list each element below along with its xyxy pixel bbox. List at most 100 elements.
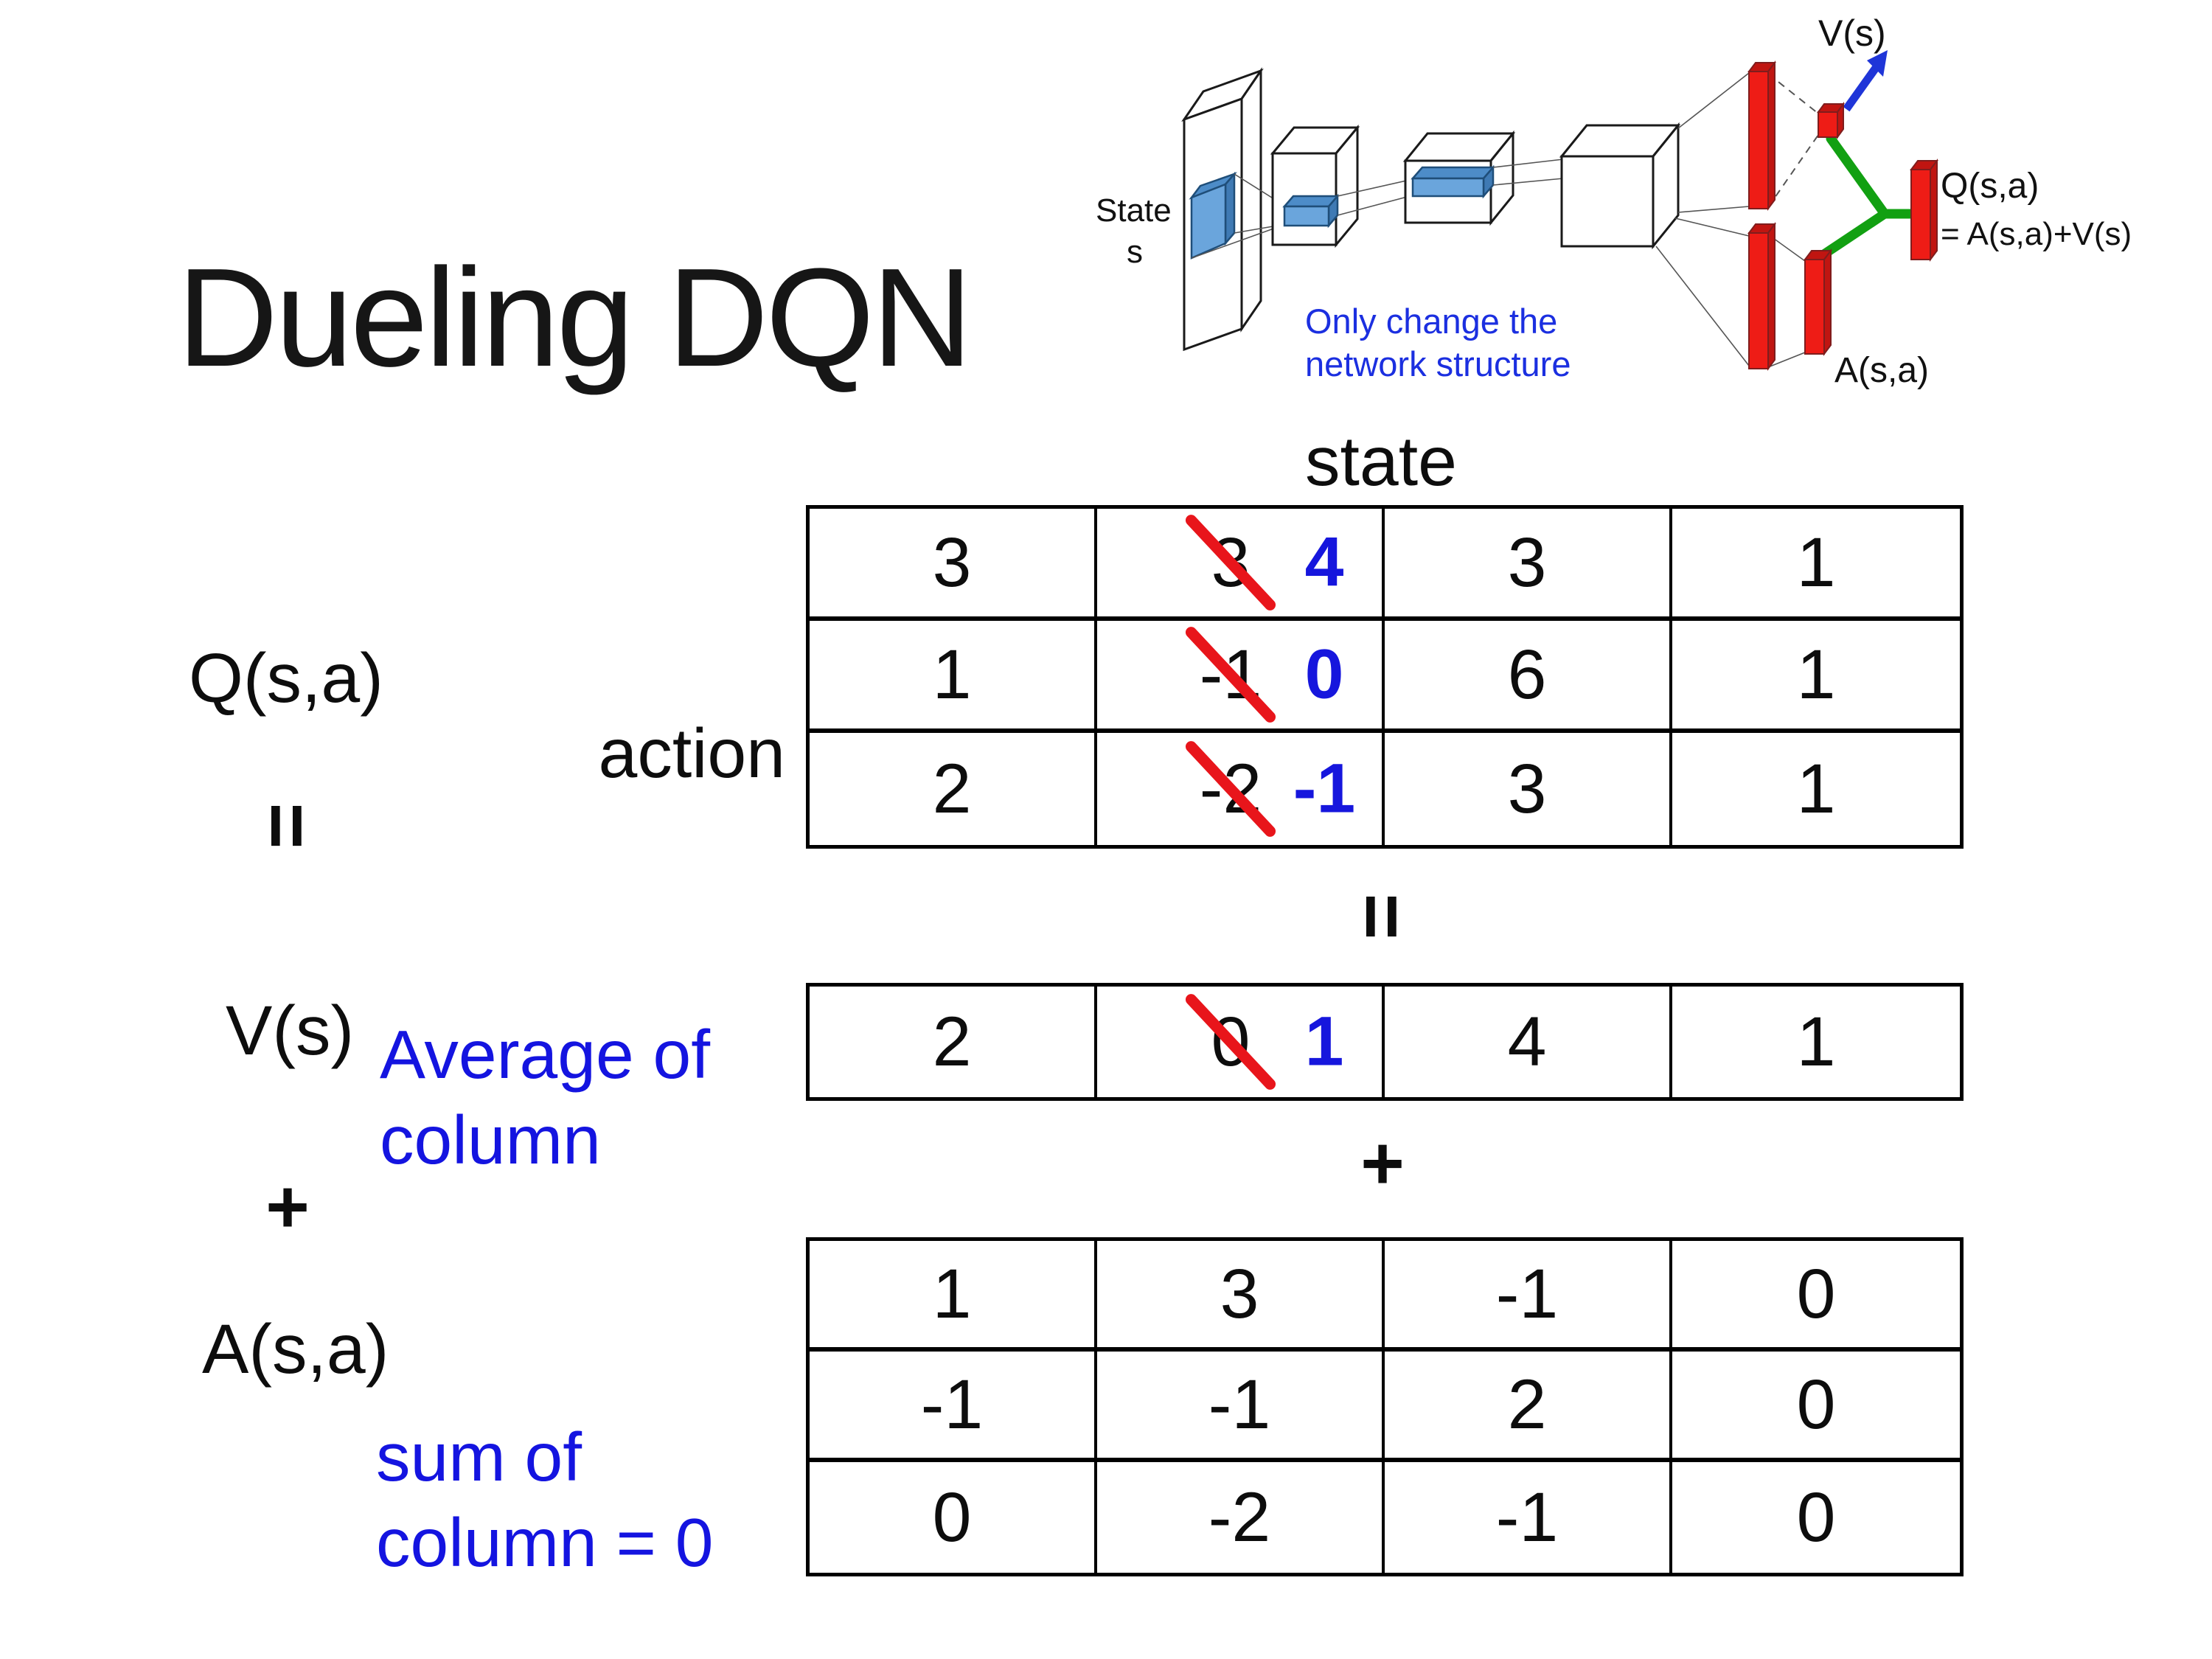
cell-value: 2 xyxy=(1507,1365,1547,1444)
q-output-label: Q(s,a) xyxy=(1941,167,2039,206)
matrix-cell: 6 xyxy=(1385,621,1672,733)
a-output-label: A(s,a) xyxy=(1834,351,1929,390)
matrix-cell: -1 xyxy=(1385,1241,1672,1352)
matrix-cell: -1 xyxy=(1097,1352,1385,1462)
matrix-cell: -1 xyxy=(1385,1462,1672,1573)
conv-layer-1 xyxy=(1270,124,1360,248)
state-input-label: State xyxy=(1096,192,1172,229)
plus-sign-left: + xyxy=(265,1164,310,1249)
cell-value: 1 xyxy=(932,635,972,714)
cell-value: 3 xyxy=(1507,749,1547,828)
matrix-cell: 0 xyxy=(1672,1352,1960,1462)
matrix-cell: 3 xyxy=(1097,1241,1385,1352)
v-values-table: 2 01 4 1 xyxy=(806,983,1964,1101)
cell-value: 3 xyxy=(932,523,972,602)
matrix-cell: -10 xyxy=(1097,621,1385,733)
fc-layer-box xyxy=(1559,122,1681,250)
equals-sign-middle: = xyxy=(1338,893,1427,940)
cell-value: 0 xyxy=(1796,1254,1836,1333)
cell-value: -1 xyxy=(1495,1478,1559,1557)
new-value: 1 xyxy=(1304,1002,1344,1081)
average-note-line1: Average of xyxy=(380,1016,711,1093)
matrix-cell: 1 xyxy=(810,621,1097,733)
matrix-cell: -2-1 xyxy=(1097,733,1385,845)
cell-value: 1 xyxy=(1796,749,1836,828)
cell-value: -2 xyxy=(1208,1478,1271,1557)
matrix-cell: 1 xyxy=(1672,733,1960,845)
matrix-cell: 2 xyxy=(810,733,1097,845)
matrix-row: 3 34 3 1 xyxy=(810,509,1960,621)
matrix-cell: 3 xyxy=(810,509,1097,621)
cell-value: 6 xyxy=(1507,635,1547,714)
cell-value: 1 xyxy=(932,1254,972,1333)
average-of-column-note: Average of column xyxy=(380,1012,710,1183)
matrix-cell: -1 xyxy=(810,1352,1097,1462)
sum-note-line1: sum of xyxy=(376,1419,582,1495)
cell-value: 3 xyxy=(1220,1254,1259,1333)
matrix-row: 2 01 4 1 xyxy=(810,987,1960,1097)
new-value: 4 xyxy=(1304,523,1344,602)
new-value: -1 xyxy=(1293,749,1356,828)
sum-note-line2: column = 0 xyxy=(376,1504,714,1581)
matrix-cell: 3 xyxy=(1385,509,1672,621)
action-axis-label: action xyxy=(598,714,785,793)
cell-value: 1 xyxy=(1796,1002,1836,1081)
matrix-row: 1 -10 6 1 xyxy=(810,621,1960,733)
state-input-s: s xyxy=(1127,234,1143,270)
equals-sign-left: = xyxy=(243,802,333,849)
matrix-cell: 0 xyxy=(1672,1462,1960,1573)
conv-layer-2 xyxy=(1402,130,1516,226)
matrix-cell: 1 xyxy=(1672,509,1960,621)
cell-value: -1 xyxy=(1208,1365,1271,1444)
state-axis-label: state xyxy=(1305,422,1457,501)
combine-connector xyxy=(1811,133,1916,265)
v-matrix-label: V(s) xyxy=(226,992,355,1070)
a-matrix-label: A(s,a) xyxy=(202,1310,389,1388)
cell-value: 1 xyxy=(1796,523,1836,602)
matrix-row: 0 -2 -1 0 xyxy=(810,1462,1960,1573)
conv-filter-icon xyxy=(1189,171,1237,260)
matrix-cell: 2 xyxy=(1385,1352,1672,1462)
new-value: 0 xyxy=(1304,635,1344,714)
matrix-row: 2-2-1 3 1 xyxy=(810,733,1960,845)
note-line2: network structure xyxy=(1305,344,1571,383)
matrix-cell: 3 xyxy=(1385,733,1672,845)
value-arrow xyxy=(1843,50,1888,112)
average-note-line2: column xyxy=(380,1102,601,1178)
cell-value: 1 xyxy=(1796,635,1836,714)
scalar-value-node xyxy=(1817,101,1845,140)
cell-value: 0 xyxy=(1796,1478,1836,1557)
cell-value: 2 xyxy=(932,1002,972,1081)
network-diagram: State s Only change the network structur… xyxy=(1096,13,2132,390)
cell-value: 4 xyxy=(1507,1002,1547,1081)
matrix-cell: 01 xyxy=(1097,987,1385,1097)
note-line1: Only change the xyxy=(1305,302,1557,341)
matrix-cell: 1 xyxy=(1672,987,1960,1097)
hidden-bar-advantage-stream xyxy=(1747,222,1776,371)
matrix-cell: 0 xyxy=(1672,1241,1960,1352)
cell-value: -1 xyxy=(920,1365,984,1444)
plus-sign-middle: + xyxy=(1360,1121,1405,1206)
matrix-cell: 2 xyxy=(810,987,1097,1097)
q-matrix-label: Q(s,a) xyxy=(189,639,383,717)
cell-value: -1 xyxy=(1495,1254,1559,1333)
matrix-row: 1 3 -1 0 xyxy=(810,1241,1960,1352)
matrix-row: -1 -1 2 0 xyxy=(810,1352,1960,1462)
hidden-bar-value-stream xyxy=(1747,60,1776,211)
matrix-cell: 1 xyxy=(1672,621,1960,733)
q-output-bar xyxy=(1910,159,1938,262)
matrix-cell: 34 xyxy=(1097,509,1385,621)
v-output-label: V(s) xyxy=(1818,13,1886,54)
a-values-table: 1 3 -1 0 -1 -1 2 0 0 -2 -1 0 xyxy=(806,1237,1964,1576)
q-output-formula: = A(s,a)+V(s) xyxy=(1941,216,2132,252)
matrix-cell: 0 xyxy=(810,1462,1097,1573)
slide-title: Dueling DQN xyxy=(177,240,973,396)
cell-value: 3 xyxy=(1507,523,1547,602)
advantage-vector-bar xyxy=(1804,248,1832,356)
cell-value: 0 xyxy=(932,1478,972,1557)
sum-of-column-note: sum of column = 0 xyxy=(376,1414,714,1585)
matrix-cell: 4 xyxy=(1385,987,1672,1097)
matrix-cell: 1 xyxy=(810,1241,1097,1352)
